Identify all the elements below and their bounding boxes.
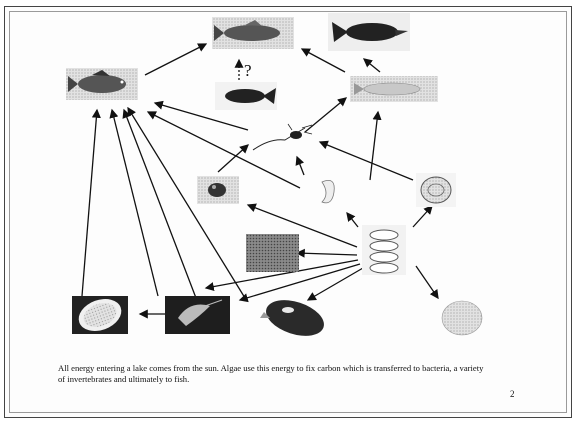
clam-mollusc (260, 294, 328, 343)
page-number: 2 (510, 389, 515, 399)
diatom-algae (362, 225, 406, 275)
pike-fish (328, 13, 410, 51)
shrimp-invertebrate (165, 296, 230, 334)
unknown-link-mark: ? (244, 61, 252, 80)
water-mite (197, 176, 239, 204)
link-arrow (370, 112, 378, 180)
ciliate (416, 173, 456, 207)
link-arrow (82, 110, 97, 296)
perch-fish (66, 68, 138, 100)
link-arrow (416, 266, 438, 298)
rounded-protist (442, 301, 482, 335)
link-arrow (364, 59, 380, 72)
pale-minnow-fish (350, 76, 438, 102)
link-arrow (305, 98, 346, 132)
link-arrow (320, 142, 413, 180)
dark-minnow-fish (215, 82, 277, 110)
caption-text: All energy entering a lake comes from th… (58, 363, 488, 385)
link-arrow (347, 213, 358, 227)
rotifer (322, 180, 334, 203)
walleye-fish (212, 17, 294, 49)
link-arrow (145, 44, 206, 75)
link-arrow (308, 268, 363, 300)
link-arrow (302, 49, 345, 72)
bacteria-cluster (246, 234, 299, 272)
amoeba-protist (72, 293, 128, 336)
link-arrow (297, 157, 304, 175)
insect-larva (253, 124, 312, 150)
link-arrow (413, 206, 432, 227)
link-arrow (297, 253, 357, 255)
